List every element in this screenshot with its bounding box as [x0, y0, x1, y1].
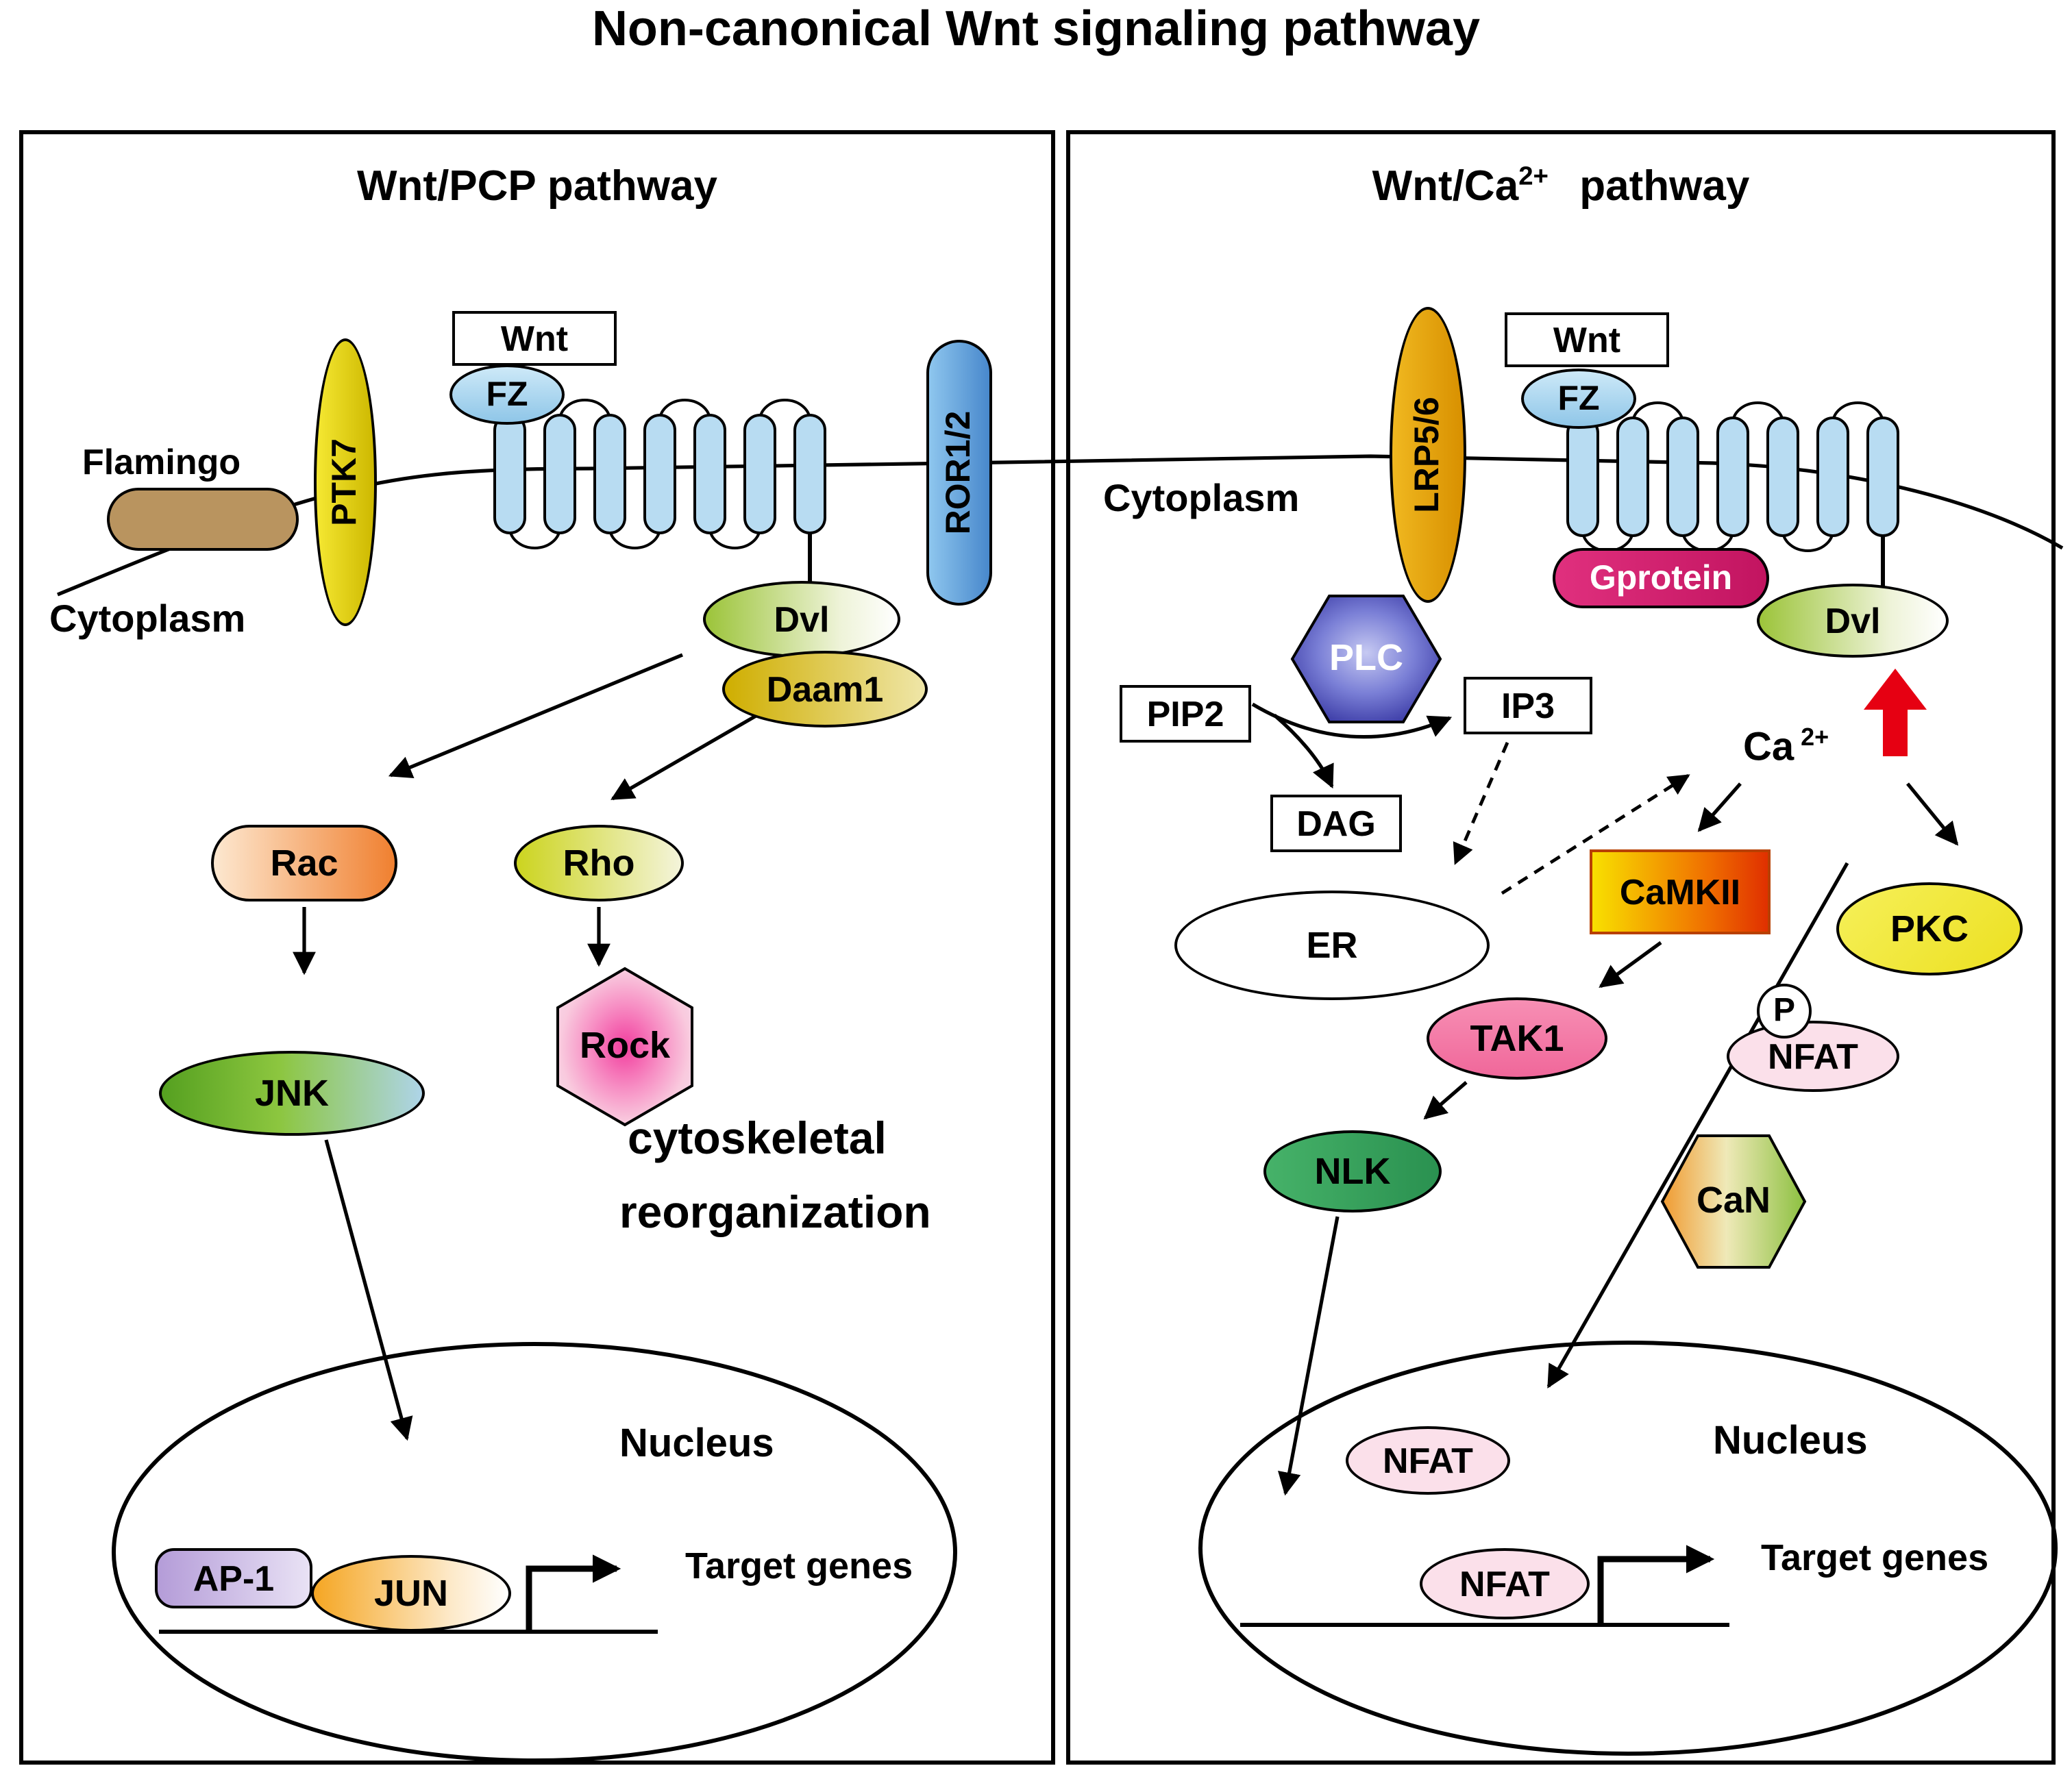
arrow-dvl-to-rac [388, 653, 683, 779]
arrow-camkii-to-tak1 [1599, 941, 1662, 988]
tak1-protein: TAK1 [1427, 997, 1607, 1080]
nfat-nucleus-gene: NFAT [1420, 1548, 1590, 1619]
right-panel-title-rest: pathway [1579, 162, 1750, 210]
rho-protein: Rho [514, 825, 684, 901]
arrow-jnk-to-nucleus [324, 1139, 413, 1441]
target-genes-label-left: Target genes [685, 1545, 913, 1587]
er-organelle: ER [1174, 891, 1490, 1000]
can-hexagon [1660, 1134, 1807, 1269]
pkc-protein: PKC [1836, 882, 2023, 975]
lrp56-label: LRP5/6 [1408, 397, 1446, 513]
arrow-ca-to-camkii [1697, 782, 1742, 832]
cytoskeletal-text-line1: cytoskeletal [628, 1112, 887, 1163]
right-panel-title-base: Wnt/Ca [1372, 162, 1519, 210]
arrow-nlk-to-nucleus [1278, 1216, 1340, 1496]
fz-left: FZ [449, 364, 565, 425]
ptk7-label: PTK7 [325, 438, 364, 526]
arrow-tak1-to-nlk [1423, 1081, 1468, 1120]
jnk-protein: JNK [159, 1051, 425, 1136]
calcium-label-base: Ca [1743, 725, 1795, 770]
arrow-ca-to-pkc [1906, 782, 1959, 846]
target-genes-label-right: Target genes [1761, 1537, 1989, 1578]
rock-label: Rock [579, 1025, 671, 1066]
nucleus-label-left: Nucleus [619, 1422, 774, 1466]
cytoplasm-label-right: Cytoplasm [1103, 477, 1300, 519]
pip2-box: PIP2 [1120, 685, 1251, 743]
arrow-daam1-to-rho [610, 710, 763, 801]
panel-wnt-pcp [19, 130, 1055, 1765]
transcription-arrow-left [526, 1554, 621, 1632]
phospho-p-badge: P [1757, 984, 1812, 1038]
cytoskeletal-text-line2: reorganization [619, 1186, 931, 1237]
camkii-protein: CaMKII [1590, 849, 1771, 934]
wnt-box-right: Wnt [1505, 312, 1669, 367]
dag-box: DAG [1270, 795, 1402, 852]
transcription-arrow-right [1597, 1545, 1715, 1625]
panel-wnt-ca [1066, 130, 2056, 1765]
rac-protein: Rac [211, 825, 397, 901]
dvl-right: Dvl [1757, 584, 1949, 658]
nlk-protein: NLK [1263, 1130, 1442, 1212]
figure-title: Non-canonical Wnt signaling pathway [591, 0, 1481, 56]
flamingo-protein [107, 488, 299, 551]
dashed-arrows [1453, 742, 1690, 895]
cytoplasm-label-left: Cytoplasm [49, 597, 246, 640]
ror12-protein: ROR1/2 [926, 340, 992, 606]
ap1-protein: AP-1 [155, 1548, 312, 1608]
daam1-protein: Daam1 [722, 651, 928, 727]
nfat-cytoplasm: NFAT [1727, 1021, 1899, 1092]
can-label: CaN [1696, 1180, 1771, 1221]
gprotein: Gprotein [1553, 548, 1769, 608]
flamingo-label: Flamingo [82, 441, 241, 482]
lrp56-protein: LRP5/6 [1390, 307, 1466, 603]
left-panel-title: Wnt/PCP pathway [357, 162, 717, 210]
arrow-nfat-to-nucleus [1546, 862, 1849, 1389]
arrow-plc-to-dag [1273, 714, 1334, 789]
plc-label: PLC [1329, 637, 1403, 678]
dvl-left: Dvl [703, 581, 900, 658]
right-panel-title-sup: 2+ [1518, 162, 1549, 192]
ror12-label: ROR1/2 [939, 410, 978, 535]
wnt-box-left: Wnt [452, 311, 617, 366]
calcium-increase-red-arrow-icon [1864, 669, 1927, 756]
rock-hexagon [556, 967, 693, 1127]
plc-hexagon [1290, 595, 1442, 723]
jun-protein: JUN [311, 1555, 511, 1632]
calcium-label-sup: 2+ [1801, 723, 1829, 751]
fz-right: FZ [1521, 369, 1636, 429]
nucleus-label-right: Nucleus [1713, 1419, 1868, 1463]
nfat-nucleus-upper: NFAT [1346, 1426, 1510, 1495]
ptk7-protein: PTK7 [314, 338, 377, 626]
right-panel-title: Wnt/Ca2+ pathway [1066, 162, 2056, 211]
ip3-box: IP3 [1464, 677, 1592, 734]
solid-arrows [293, 653, 1959, 1496]
arrow-ip3-to-er [1453, 742, 1509, 865]
